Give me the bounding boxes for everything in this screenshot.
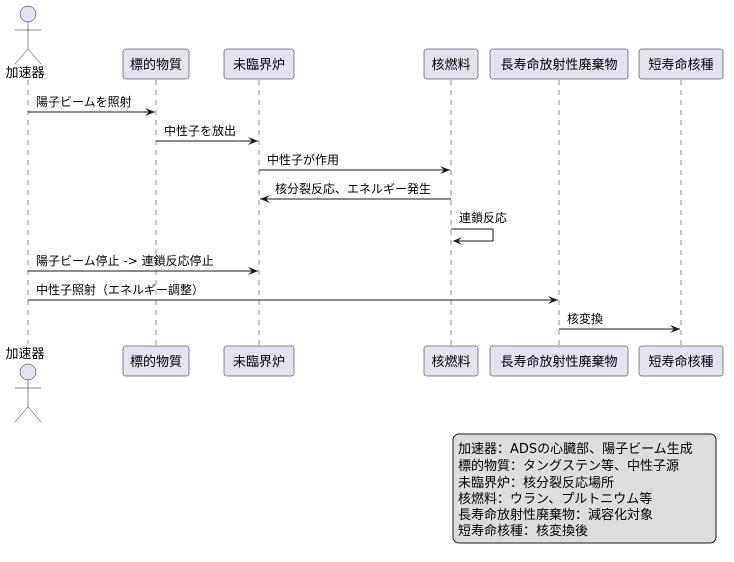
messages: 陽子ビームを照射中性子を放出中性子が作用核分裂反応、エネルギー発生連鎖反応陽子ビ… xyxy=(28,94,680,333)
participant-label: 標的物質 xyxy=(130,57,182,73)
participant-fuel-bottom: 核燃料 xyxy=(423,345,479,377)
participant-label: 長寿命放射性廃棄物 xyxy=(500,57,617,73)
actor-label: 加速器 xyxy=(5,347,44,362)
legend-note: 加速器：ADSの心臓部、陽子ビーム生成 標的物質：タングステン等、中性子源 未臨… xyxy=(452,433,717,544)
message-3: 中性子が作用 xyxy=(259,152,450,174)
note-line: 短寿命核種：核変換後 xyxy=(458,523,588,539)
participant-fuel-top: 核燃料 xyxy=(423,48,479,80)
actor-leg-left xyxy=(14,406,29,423)
participant-target-bottom: 標的物質 xyxy=(122,345,190,377)
participant-label: 短寿命核種 xyxy=(648,57,713,73)
participant-box xyxy=(122,48,190,80)
arrowhead xyxy=(548,296,558,304)
participant-box xyxy=(423,345,479,377)
message-1: 陽子ビームを照射 xyxy=(28,94,155,116)
note-box xyxy=(452,433,717,544)
message-label: 陽子ビーム停止 -> 連鎖反応停止 xyxy=(36,253,214,268)
arrowhead xyxy=(453,237,462,245)
participant-box xyxy=(638,48,724,80)
message-8: 核変換 xyxy=(559,311,680,333)
participant-slnuc-bottom: 短寿命核種 xyxy=(638,345,724,377)
message-label: 核変換 xyxy=(567,311,603,326)
arrowhead xyxy=(248,267,258,275)
message-arrow xyxy=(451,228,494,242)
participant-slnuc-top: 短寿命核種 xyxy=(638,48,724,80)
message-6: 陽子ビーム停止 -> 連鎖反応停止 xyxy=(28,253,258,275)
arrowhead xyxy=(670,325,680,333)
arrowhead xyxy=(248,137,258,145)
arrowhead xyxy=(260,195,270,203)
note-line: 長寿命放射性廃棄物：減容化対象 xyxy=(458,507,653,523)
participant-box xyxy=(638,345,724,377)
arrowhead xyxy=(145,108,155,116)
participants-bottom: 加速器 標的物質 未臨界炉 核燃料 長寿命放射性廃棄物 短寿命核種 xyxy=(5,345,724,423)
message-label: 連鎖反応 xyxy=(459,210,507,225)
participant-box xyxy=(223,345,295,377)
actor-leg-left xyxy=(14,48,29,65)
actor-accelerator-top: 加速器 xyxy=(5,5,45,81)
participant-box xyxy=(122,345,190,377)
actor-leg-right xyxy=(27,406,42,423)
actor-accelerator-bottom: 加速器 xyxy=(5,347,45,423)
participant-target-top: 標的物質 xyxy=(122,48,190,80)
participant-box xyxy=(223,48,295,80)
participants-top: 加速器 標的物質 未臨界炉 核燃料 長寿命放射性廃棄物 短寿命核種 xyxy=(5,5,724,81)
message-label: 中性子が作用 xyxy=(267,152,339,167)
message-2: 中性子を放出 xyxy=(156,123,258,145)
actor-head-icon xyxy=(19,5,37,23)
arrowhead xyxy=(440,166,450,174)
message-7: 中性子照射（エネルギー調整） xyxy=(28,282,558,304)
participant-label: 長寿命放射性廃棄物 xyxy=(500,354,617,370)
message-5: 連鎖反応 xyxy=(451,210,507,245)
message-label: 陽子ビームを照射 xyxy=(36,94,132,109)
participant-label: 未臨界炉 xyxy=(233,58,285,73)
participant-lla-bottom: 長寿命放射性廃棄物 xyxy=(489,345,629,377)
participant-box xyxy=(489,48,629,80)
note-line: 核燃料：ウラン、プルトニウム等 xyxy=(458,491,652,507)
participant-label: 標的物質 xyxy=(130,354,182,370)
participant-box xyxy=(489,345,629,377)
message-label: 核分裂反応、エネルギー発生 xyxy=(275,182,431,196)
participant-label: 短寿命核種 xyxy=(648,354,713,370)
participant-subcritical-bottom: 未臨界炉 xyxy=(223,345,295,377)
actor-label: 加速器 xyxy=(5,66,44,81)
message-label: 中性子を放出 xyxy=(164,123,236,138)
note-line: 加速器：ADSの心臓部、陽子ビーム生成 xyxy=(458,442,693,457)
lifelines xyxy=(27,80,682,346)
note-line: 未臨界炉：核分裂反応場所 xyxy=(458,476,614,491)
participant-label: 核燃料 xyxy=(431,354,470,370)
participant-label: 未臨界炉 xyxy=(233,355,285,370)
participant-box xyxy=(423,48,479,80)
actor-head-icon xyxy=(19,363,37,381)
message-label: 中性子照射（エネルギー調整） xyxy=(36,282,204,297)
message-4: 核分裂反応、エネルギー発生 xyxy=(260,182,451,203)
note-line: 標的物質：タングステン等、中性子源 xyxy=(458,458,679,474)
participant-lla-top: 長寿命放射性廃棄物 xyxy=(489,48,629,80)
participant-subcritical-top: 未臨界炉 xyxy=(223,48,295,80)
actor-leg-right xyxy=(27,48,42,65)
participant-label: 核燃料 xyxy=(431,57,470,73)
